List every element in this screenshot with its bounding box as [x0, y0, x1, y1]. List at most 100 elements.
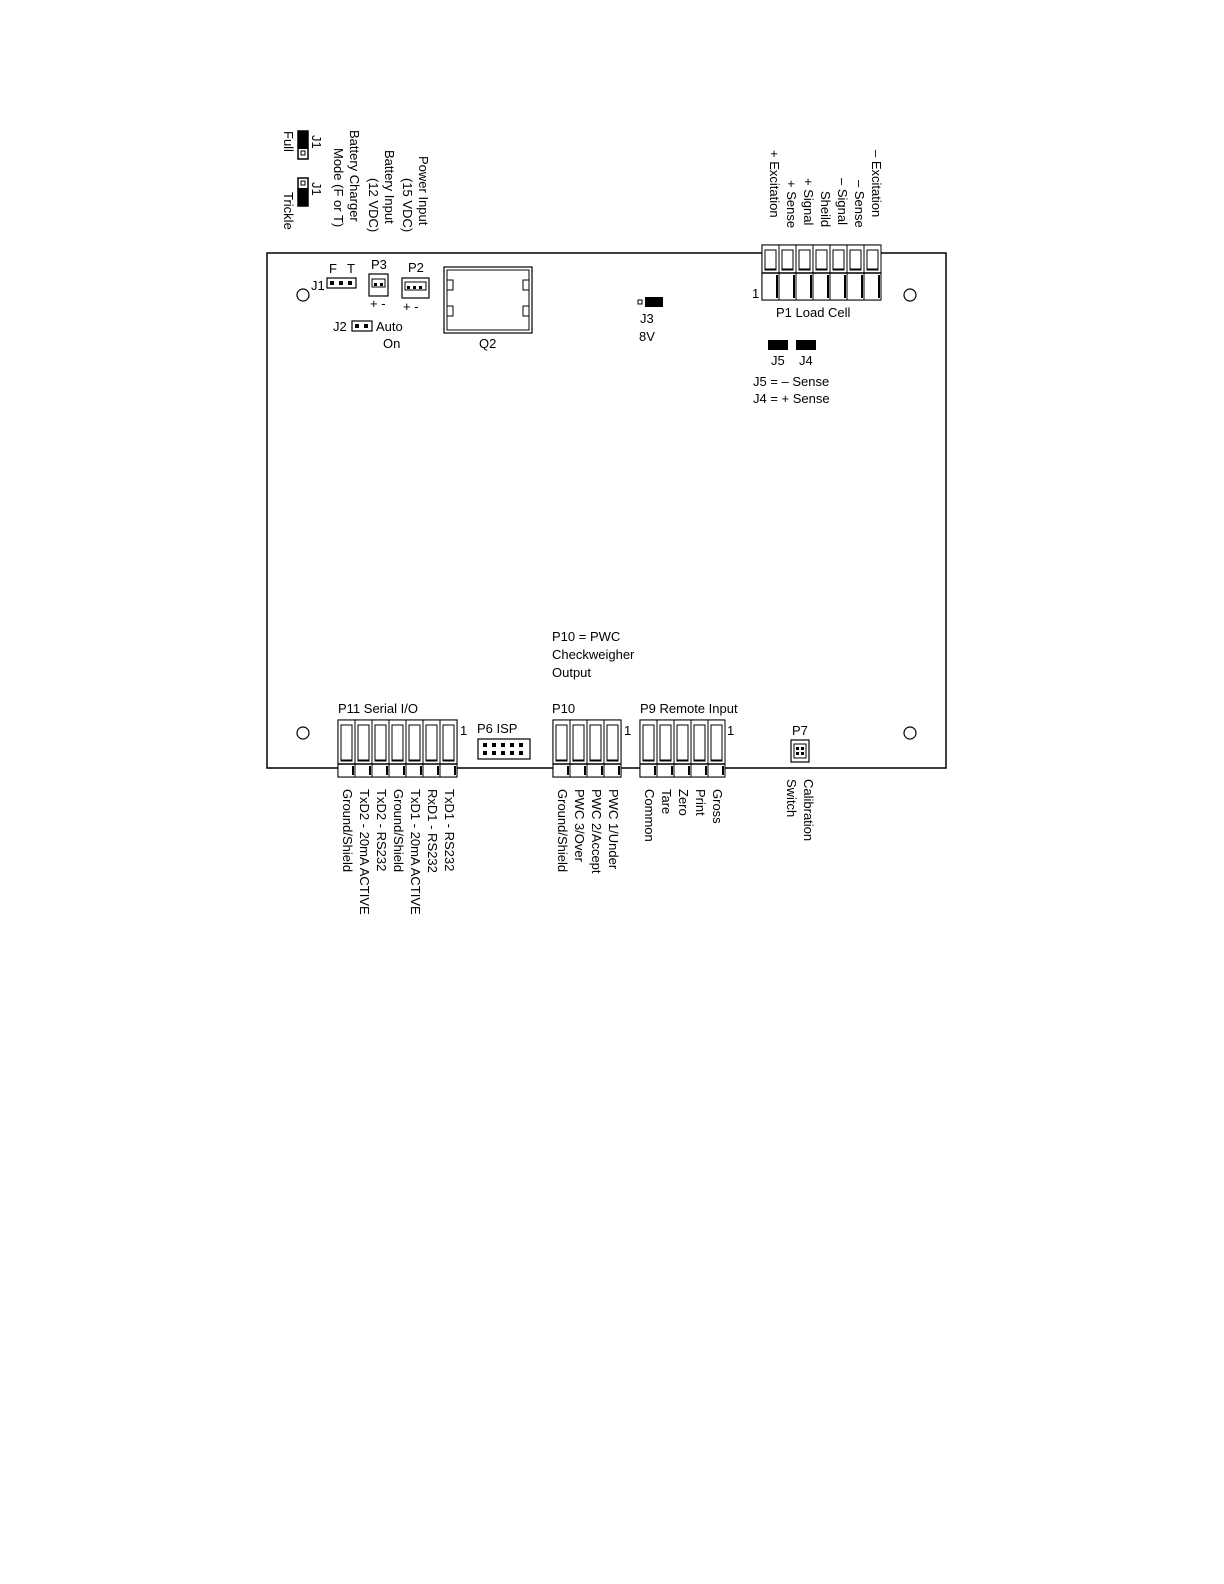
isp-pin [519, 751, 523, 755]
p2-connector: P2 + - [401, 260, 430, 314]
terminal-cell [812, 244, 831, 301]
load-cell-pin-label: – Sense [852, 180, 867, 228]
p11-label: P11 Serial I/O [338, 701, 418, 716]
terminal-cell [761, 244, 780, 301]
p10-pin-label: PWC 2/Accept [589, 789, 604, 874]
isp-pin [501, 751, 505, 755]
p11-pin-label: TxD2 - 20mA ACTIVE [357, 789, 372, 915]
p10-note-line: Checkweigher [552, 647, 635, 662]
p11-pin-label: Ground/Shield [340, 789, 355, 872]
power-input-label-1: Power Input [416, 156, 431, 226]
j1-trickle-label: Trickle [281, 192, 296, 230]
j4-note: J4 = + Sense [753, 391, 830, 406]
q2-label: Q2 [479, 336, 496, 351]
j1-full-label: Full [281, 131, 296, 152]
p7-connector [790, 739, 810, 763]
j5-label: J5 [771, 353, 785, 368]
terminal-cell [829, 244, 848, 301]
p3-connector: P3 + - [368, 257, 389, 311]
p2-label: P2 [408, 260, 424, 275]
p10-pin-labels: Ground/Shield PWC 3/Over PWC 2/Accept PW… [555, 789, 621, 874]
mounting-hole-icon [296, 288, 310, 302]
j5-note: J5 = – Sense [753, 374, 829, 389]
terminal-cell [795, 244, 814, 301]
p7-pin-labels: Calibration Switch [784, 779, 816, 841]
p7-label: P7 [792, 723, 808, 738]
p10-pin-label: PWC 3/Over [572, 789, 587, 863]
terminal-cell [388, 719, 407, 778]
j5-j4-jumpers: J5 J4 J5 = – Sense J4 = + Sense [753, 340, 830, 406]
load-cell-pin-labels: + Excitation + Sense + Signal Sheild – S… [767, 150, 884, 228]
p1-label: P1 Load Cell [776, 305, 851, 320]
p11-terminal-block [337, 719, 458, 778]
p7-pin-label: Switch [784, 779, 799, 817]
p2-polarity-label: + - [403, 299, 419, 314]
p11-pin-label: TxD1 - 20mA ACTIVE [408, 789, 423, 915]
terminal-cell [863, 244, 882, 301]
terminal-cell [422, 719, 441, 778]
j1-t-label: T [347, 261, 355, 276]
j1-full-name: J1 [309, 135, 324, 149]
p9-pin1-label: 1 [727, 723, 734, 738]
isp-pin [510, 743, 514, 747]
p9-pin-labels: Common Tare Zero Print Gross [642, 789, 725, 842]
isp-pin [501, 743, 505, 747]
p11-pin-label: Ground/Shield [391, 789, 406, 872]
j4-label: J4 [799, 353, 813, 368]
p10-note-line: P10 = PWC [552, 629, 620, 644]
p9-pin-label: Gross [710, 789, 725, 824]
j3-value-label: 8V [639, 329, 655, 344]
p11-pin-label: TxD2 - RS232 [374, 789, 389, 871]
p9-label: P9 Remote Input [640, 701, 738, 716]
battery-charger-label-1: Battery Charger [347, 130, 362, 222]
isp-pin [483, 751, 487, 755]
j2-jumper: J2 Auto On [333, 319, 403, 351]
isp-pin [492, 751, 496, 755]
p11-pin-label: RxD1 - RS232 [425, 789, 440, 873]
terminal-cell [707, 719, 726, 778]
terminal-cell [656, 719, 675, 778]
q2-component: Q2 [443, 266, 533, 351]
isp-pin [510, 751, 514, 755]
jumper-legend: J1 Full J1 Trickle [281, 130, 324, 230]
mounting-hole-icon [903, 288, 917, 302]
isp-pin [483, 743, 487, 747]
p11-pin-label: TxD1 - RS232 [442, 789, 457, 871]
terminal-cell [439, 719, 458, 778]
p9-terminal-block [639, 719, 726, 778]
terminal-cell [337, 719, 356, 778]
load-cell-pin-label: + Signal [801, 178, 816, 225]
p7-pin-label: Calibration [801, 779, 816, 841]
j3-jumper: J3 8V [637, 297, 663, 344]
isp-pin [492, 743, 496, 747]
p10-note: P10 = PWC Checkweigher Output [552, 629, 635, 680]
terminal-cell [778, 244, 797, 301]
j1-header: F T J1 [311, 261, 357, 293]
j2-auto-label: Auto [376, 319, 403, 334]
load-cell-pin-label: + Excitation [767, 150, 782, 218]
j1-f-label: F [329, 261, 337, 276]
j3-label: J3 [640, 311, 654, 326]
load-cell-pin-label: – Signal [835, 178, 850, 225]
battery-input-label-2: (12 VDC) [366, 178, 381, 232]
load-cell-pin-label: – Excitation [869, 150, 884, 217]
p3-polarity-label: + - [370, 296, 386, 311]
p6-label: P6 ISP [477, 721, 517, 736]
terminal-cell [639, 719, 658, 778]
terminal-cell [846, 244, 865, 301]
isp-pin [519, 743, 523, 747]
p3-label: P3 [371, 257, 387, 272]
p1-terminal-block: 1 P1 Load Cell [752, 244, 882, 320]
p10-terminal-block [552, 719, 622, 778]
terminal-cell [603, 719, 622, 778]
j1-trickle-name: J1 [309, 182, 324, 196]
p9-pin-label: Tare [659, 789, 674, 814]
p10-pin1-label: 1 [624, 723, 631, 738]
p6-isp-header [477, 738, 531, 760]
p11-pin-labels: Ground/Shield TxD2 - 20mA ACTIVE TxD2 - … [340, 789, 457, 915]
terminal-cell [405, 719, 424, 778]
p10-note-line: Output [552, 665, 591, 680]
p9-pin-label: Print [693, 789, 708, 816]
terminal-cell [690, 719, 709, 778]
